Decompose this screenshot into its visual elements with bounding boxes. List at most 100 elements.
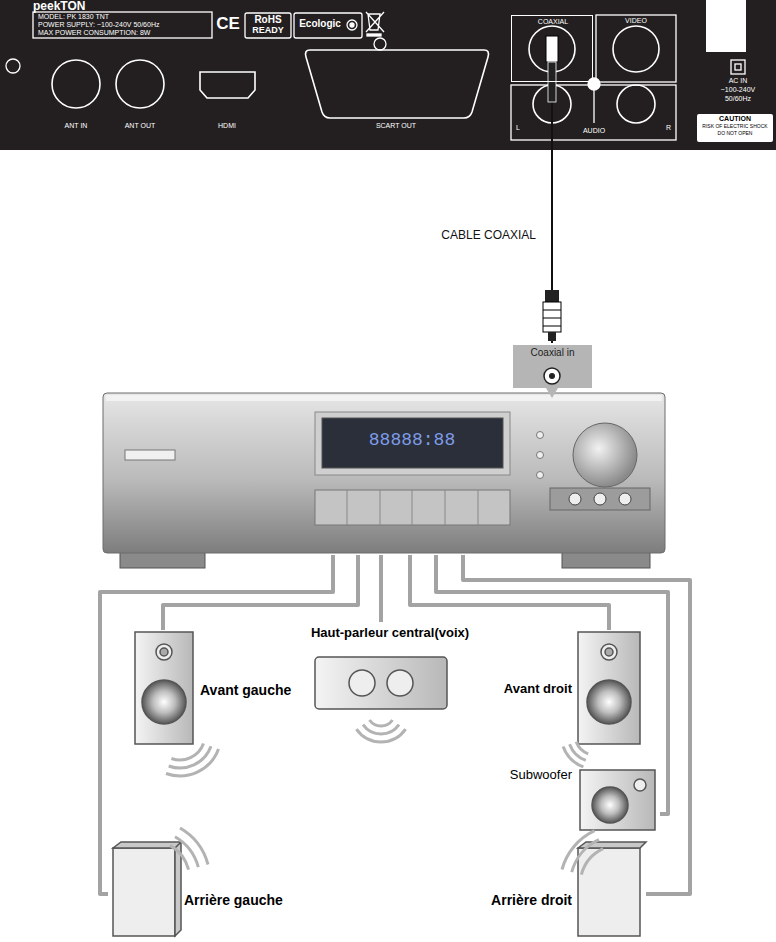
back-panel-part: [706, 0, 746, 52]
speaker: Arrière gauche: [108, 846, 298, 938]
speaker-wire: [436, 555, 668, 814]
speaker-wire: [100, 555, 333, 894]
speaker-drawing-part: [156, 644, 172, 660]
coaxial-plug-part: [545, 290, 559, 302]
speaker-drawing-part: [160, 648, 168, 656]
coaxial-plug-part: [548, 62, 556, 102]
speaker-drawing-part: [135, 632, 193, 744]
speaker-label: Subwoofer: [510, 768, 572, 783]
speaker: Arrière droit: [464, 846, 646, 938]
speaker-label: Arrière droit: [491, 892, 572, 908]
speaker-drawing-part: [113, 848, 175, 936]
av-receiver-body-part: [573, 423, 637, 487]
av-receiver-body-part: [537, 432, 544, 439]
panel-text: peekTON: [33, 0, 85, 14]
sound-wave: [576, 742, 588, 754]
speaker-wire: [463, 555, 690, 894]
speaker: Avant droit: [480, 630, 646, 748]
av-receiver-body-part: [544, 368, 560, 384]
back-panel-part: [593, 85, 594, 123]
coaxial-plug-part: [546, 36, 558, 62]
panel-marking: CE: [216, 14, 240, 34]
av-receiver-body-part: [347, 490, 478, 525]
speaker-drawing-part: [578, 632, 640, 744]
av-receiver-body-part: [537, 472, 544, 479]
back-panel-part: [33, 12, 212, 38]
speaker-label: Haut-parleur central(voix): [311, 626, 469, 641]
back-panel-part: [735, 64, 741, 70]
speaker-label: Avant droit: [504, 682, 572, 697]
speaker-drawing-part: [601, 644, 617, 660]
sound-waves: [166, 720, 603, 875]
sound-wave: [170, 845, 189, 869]
speaker: Haut-parleur central(voix): [290, 622, 490, 740]
back-panel-part: [306, 50, 489, 118]
speaker-drawing-part: [587, 680, 631, 724]
back-panel-part: [367, 34, 381, 36]
back-panel-part: [294, 13, 362, 38]
speaker-drawing-part: [580, 770, 655, 830]
speaker-drawing-part: [605, 648, 613, 656]
speaker-drawing-part: [578, 848, 640, 936]
input-label: Coaxial in: [531, 347, 575, 359]
jack-label: COAXIAL: [538, 18, 568, 26]
speaker: Avant gauche: [133, 630, 303, 747]
speaker-drawing-part: [349, 670, 375, 696]
av-receiver-body-part: [315, 412, 510, 475]
speaker-drawing-part: [113, 842, 181, 936]
panel-text: MAX POWER CONSUMPTION: 8W: [38, 29, 150, 37]
back-panel-part: [731, 60, 745, 74]
speaker-label: Arrière gauche: [184, 892, 283, 908]
panel-text: POWER SUPPLY: ~100-240V 50/60Hz: [38, 21, 159, 29]
back-panel-part: [347, 20, 357, 30]
sound-wave: [169, 746, 211, 768]
back-panel-part: [0, 0, 776, 150]
av-receiver-body-part: [125, 450, 175, 460]
av-receiver-body-part: [549, 373, 555, 379]
panel-marking: RoHS: [254, 14, 281, 26]
sound-wave: [581, 849, 603, 875]
sound-wave: [180, 828, 208, 865]
panel-marking: CAUTION: [719, 115, 751, 123]
av-receiver-body-part: [322, 418, 503, 468]
panel-marking: Ecologic: [299, 18, 341, 30]
panel-marking: SCART OUT: [376, 122, 416, 130]
panel-marking: READY: [252, 25, 284, 35]
panel-marking: R: [666, 124, 671, 132]
back-panel-part: [511, 85, 676, 140]
back-panel-part: [200, 72, 255, 98]
speaker: Subwoofer: [490, 764, 660, 832]
speaker-drawing-part: [592, 787, 628, 823]
back-panel-part: [617, 85, 655, 123]
coaxial-plug-part: [548, 332, 556, 341]
cable-label: CABLE COAXIAL: [439, 229, 538, 243]
speaker-label: Avant gauche: [200, 682, 291, 698]
sound-wave: [562, 831, 595, 870]
panel-marking: RISK OF ELECTRIC SHOCK: [702, 124, 767, 130]
speaker-drawing-part: [142, 680, 186, 724]
av-receiver-body-part: [106, 395, 662, 401]
panel-marking: ANT IN: [65, 122, 88, 130]
panel-marking: 50/60Hz: [725, 95, 751, 103]
panel-marking: HDMI: [218, 122, 236, 130]
av-receiver-body-part: [569, 493, 581, 505]
back-panel-part: [374, 38, 386, 50]
panel-text: MODEL: PK 1830 TNT: [38, 13, 109, 21]
sound-wave: [570, 744, 586, 760]
panel-marking: AC IN: [729, 77, 748, 85]
sound-wave: [166, 749, 219, 776]
back-panel-part: [588, 78, 600, 90]
back-panel-part: [116, 60, 164, 108]
display-readout: 88888:88: [369, 430, 455, 451]
av-receiver-body-part: [619, 493, 631, 505]
av-receiver-body-part: [594, 493, 606, 505]
speaker-drawing-part: [387, 670, 413, 696]
panel-marking: ~100-240V: [721, 86, 755, 94]
av-receiver-body-part: [103, 393, 665, 553]
back-panel-part: [52, 60, 100, 108]
sound-wave: [356, 729, 405, 742]
